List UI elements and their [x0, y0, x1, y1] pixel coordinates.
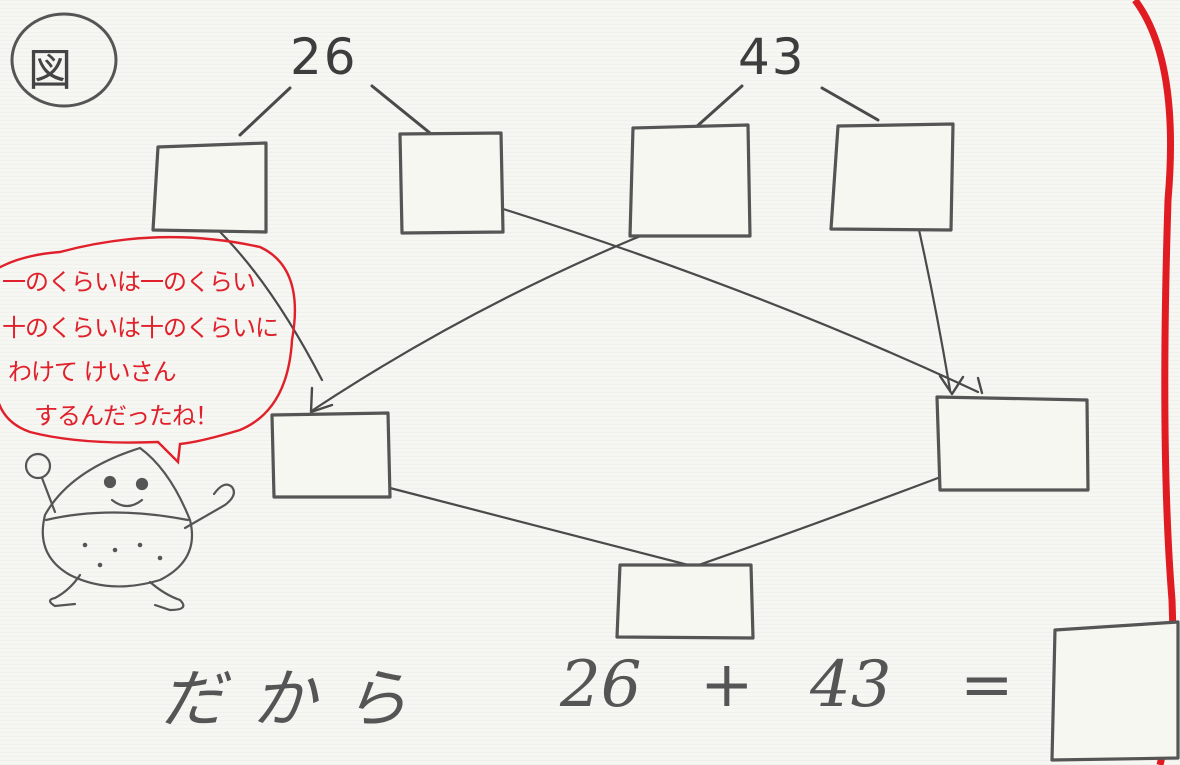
equation-equals: = — [960, 648, 1014, 722]
equation-word: だから — [160, 663, 436, 737]
bubble-line-4: するんだったね！ — [34, 402, 219, 430]
equation-left-operand: 26 — [560, 648, 642, 722]
chestnut-mascot-icon — [24, 446, 235, 612]
arrow-26-ones-to-right-sum — [498, 206, 980, 394]
number-43: 43 — [738, 28, 806, 86]
line-left-sum-to-result — [388, 486, 702, 570]
number-26: 26 — [290, 28, 358, 86]
bubble-line-2: 十のくらいは十のくらいに — [2, 314, 279, 342]
arrow-43-tens-to-left-sum — [311, 224, 667, 412]
box-26-tens — [151, 141, 268, 234]
figure-label: 図 — [28, 45, 72, 96]
arrow-26-ones-to-tens-sum — [213, 225, 324, 382]
box-tens-sum — [270, 411, 392, 499]
box-43-ones — [829, 122, 955, 232]
arrow-head-right-sum — [938, 374, 984, 396]
bubble-line-3: わけて けいさん — [8, 358, 177, 386]
equation-operator: + — [700, 648, 754, 722]
box-26-ones — [398, 131, 505, 235]
branch-26-left — [238, 86, 292, 137]
branch-43-left — [693, 84, 744, 130]
arrow-43-ones-to-right-sum — [913, 210, 952, 392]
bubble-line-1: 一のくらいは一のくらい — [2, 268, 256, 296]
arrow-head-left-sum — [309, 386, 334, 414]
speech-bubble — [0, 235, 297, 465]
box-ones-sum — [935, 395, 1090, 492]
equation-right-operand: 43 — [810, 648, 892, 722]
branch-43-right — [820, 86, 880, 122]
figure-label-circle — [10, 12, 118, 108]
line-right-sum-to-result — [688, 476, 940, 570]
box-43-tens — [628, 123, 752, 238]
branch-26-right — [370, 84, 432, 135]
box-result-partial — [615, 563, 755, 640]
answer-box — [1050, 620, 1180, 762]
